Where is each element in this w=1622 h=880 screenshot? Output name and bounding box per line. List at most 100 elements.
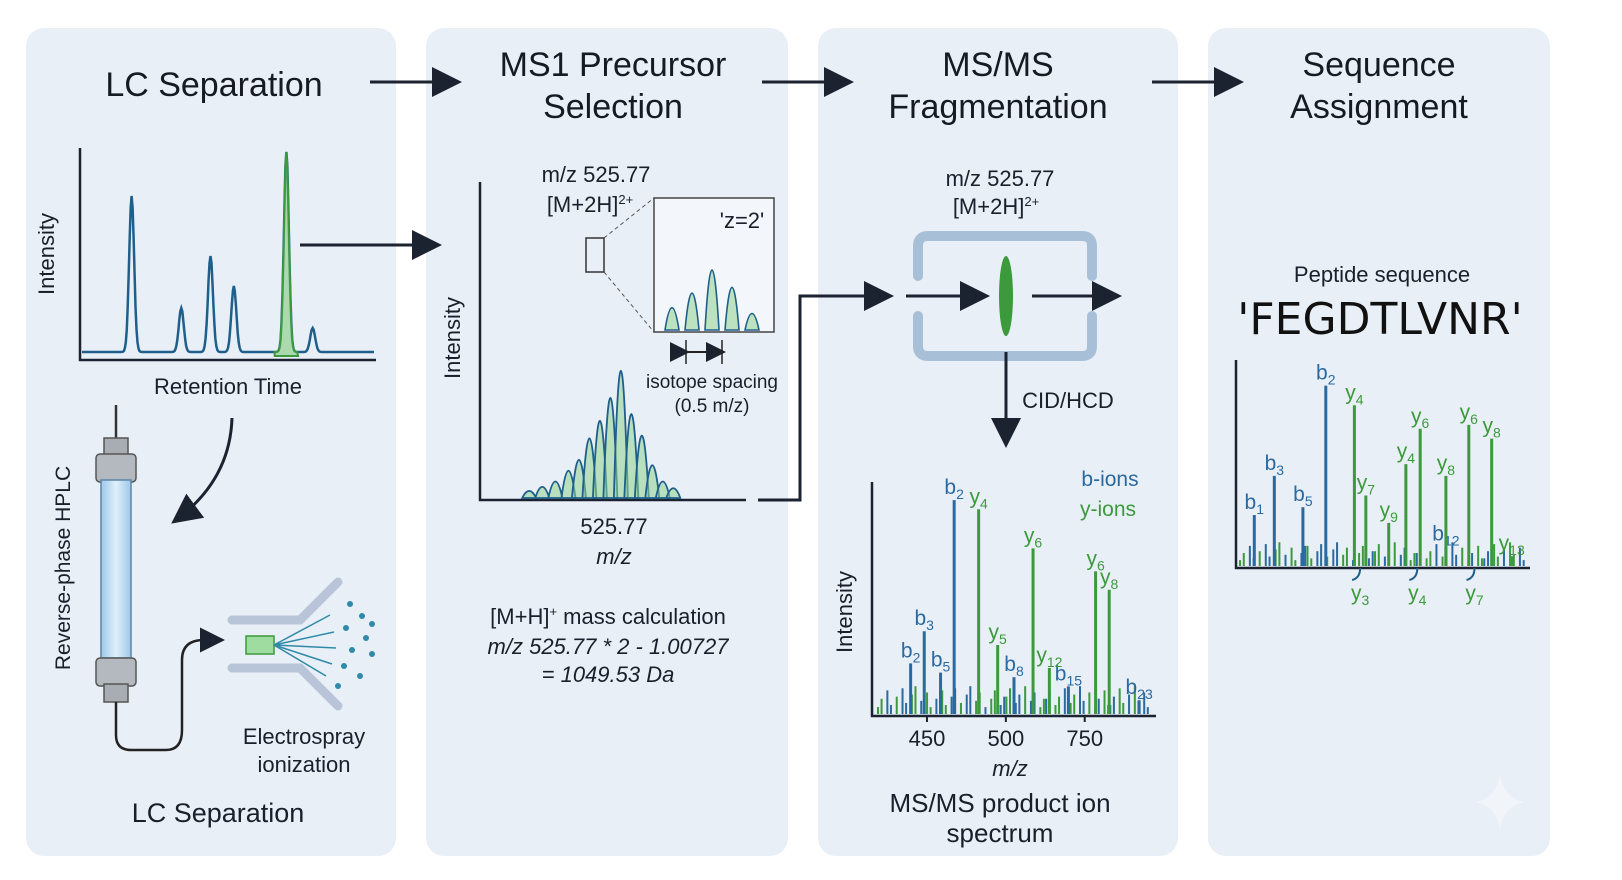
seq-title-line1: Sequence <box>1302 46 1455 84</box>
arrow-chart-to-column <box>171 417 234 524</box>
msms-label-y6: y6 <box>1086 547 1105 573</box>
seq-bracket <box>1409 567 1419 581</box>
esi-label-line1: Electrospray <box>243 724 365 749</box>
ms1-axis <box>478 182 746 502</box>
ms1-x-tick: 525.77 <box>580 514 647 539</box>
seq-label-b3: b3 <box>1265 452 1285 478</box>
ms1-ylabel: Intensity <box>440 297 465 379</box>
ms1-zoom-label: 'z=2' <box>720 208 764 233</box>
ms1-calc-line1: m/z 525.77 * 2 - 1.00727 <box>488 634 730 659</box>
lc-footer: LC Separation <box>132 798 305 828</box>
ms1-spectrum <box>478 182 775 502</box>
ms1-inset-peak <box>724 286 740 331</box>
ms1-peak-ion: [M+2H]2+ <box>547 192 633 217</box>
msms-label-b3: b3 <box>914 607 934 633</box>
legend-y-ions: y-ions <box>1080 498 1136 521</box>
legend-b-ions: b-ions <box>1081 468 1138 491</box>
msms-label-b15: b15 <box>1055 662 1082 688</box>
ms1-xlabel: m/z <box>596 544 631 569</box>
seq-label-b12: b12 <box>1432 522 1459 548</box>
ms1-peak <box>664 487 682 499</box>
seq-label-y8: y8 <box>1437 452 1456 478</box>
ms1-peaks <box>520 370 682 499</box>
lc-xlabel: Retention Time <box>154 374 302 399</box>
ms1-select-box <box>585 237 605 273</box>
msms-x-ticks: 450 500 750 <box>909 716 1103 751</box>
ms1-title-line1: MS1 Precursor <box>500 46 727 84</box>
hplc-label: Reverse-phase HPLC <box>52 466 75 670</box>
panel-seq <box>1208 28 1550 856</box>
isotope-label-line1: isotope spacing <box>646 372 778 393</box>
ms1-inset-peak <box>684 292 700 331</box>
seq-bracket <box>1351 567 1362 581</box>
seq-label-y9: y9 <box>1380 499 1399 525</box>
lc-chart-axis <box>78 148 376 362</box>
isotope-label-line2: (0.5 m/z) <box>675 396 750 417</box>
msms-label-b2: b2 <box>901 639 921 665</box>
msms-title-line1: MS/MS <box>942 46 1053 84</box>
sparkle-icon <box>1476 775 1524 829</box>
msms-precursor-ion: [M+2H]2+ <box>953 194 1039 219</box>
seq-below-label-y4: y4 <box>1408 582 1427 608</box>
hplc-column <box>95 405 225 752</box>
ms1-inset-peak <box>704 269 720 331</box>
msms-label-y12: y12 <box>1036 644 1062 670</box>
seq-bracket <box>1466 567 1476 581</box>
lc-trace <box>82 151 374 354</box>
msms-xlabel: m/z <box>992 756 1027 781</box>
seq-label-y4: y4 <box>1345 381 1364 407</box>
msms-title-line2: Fragmentation <box>888 88 1107 126</box>
seq-below-label-y3: y3 <box>1351 582 1370 608</box>
msms-footer-line1: MS/MS product ion <box>889 788 1110 818</box>
lc-title: LC Separation <box>105 66 322 104</box>
seq-label-y8: y8 <box>1483 415 1502 441</box>
seq-title-line2: Assignment <box>1290 88 1468 126</box>
esi-label-line2: ionization <box>258 752 351 777</box>
seq-label-b2: b2 <box>1316 362 1336 388</box>
msms-label-b5: b5 <box>931 649 951 675</box>
lc-highlight-peak <box>273 151 300 357</box>
seq-label-b5: b5 <box>1293 483 1313 509</box>
seq-label-y6: y6 <box>1411 405 1430 431</box>
ms1-calc-title: [M+H]+ mass calculation <box>490 604 726 629</box>
ms1-calc-line2: = 1049.53 Da <box>542 662 675 687</box>
seq-label-y4: y4 <box>1397 440 1416 466</box>
msms-precursor-mz: m/z 525.77 <box>946 166 1055 191</box>
msms-ylabel: Intensity <box>832 571 857 653</box>
seq-axis <box>1234 360 1530 570</box>
ms1-title-line2: Selection <box>543 88 683 126</box>
ms1-inset-peak <box>744 312 760 331</box>
lc-ylabel: Intensity <box>34 213 59 295</box>
msms-label-b23: b23 <box>1125 676 1152 702</box>
msms-label-y8: y8 <box>1100 566 1119 592</box>
msms-method: CID/HCD <box>1022 388 1114 413</box>
msms-tick-label: 500 <box>987 726 1024 751</box>
msms-label-y4: y4 <box>969 485 988 511</box>
seq-label-y7: y7 <box>1357 471 1376 497</box>
ms1-inset-peak <box>664 307 680 331</box>
seq-subtitle: Peptide sequence <box>1294 262 1470 287</box>
seq-below-label-y7: y7 <box>1465 582 1484 608</box>
esi-emitter <box>227 577 375 711</box>
ms1-peak-mz: m/z 525.77 <box>542 162 651 187</box>
msms-footer-line2: spectrum <box>947 818 1054 848</box>
msms-tick-label: 450 <box>909 726 946 751</box>
seq-label-b1: b1 <box>1245 491 1265 517</box>
msms-label-b2: b2 <box>944 476 964 502</box>
msms-label-y6: y6 <box>1024 524 1043 550</box>
arrow-ms1-to-cell <box>758 281 894 502</box>
msms-axis <box>870 482 1156 718</box>
msms-label-y5: y5 <box>989 621 1008 647</box>
lc-chromatogram <box>78 148 376 362</box>
seq-label-y13: y13 <box>1499 532 1525 558</box>
peptide-sequence: 'FEGDTLVNR' <box>1237 294 1522 345</box>
collision-cell <box>906 231 1122 361</box>
msms-tick-label: 750 <box>1066 726 1103 751</box>
seq-label-y6: y6 <box>1460 401 1479 427</box>
ms1-inset-peaks <box>664 269 760 331</box>
